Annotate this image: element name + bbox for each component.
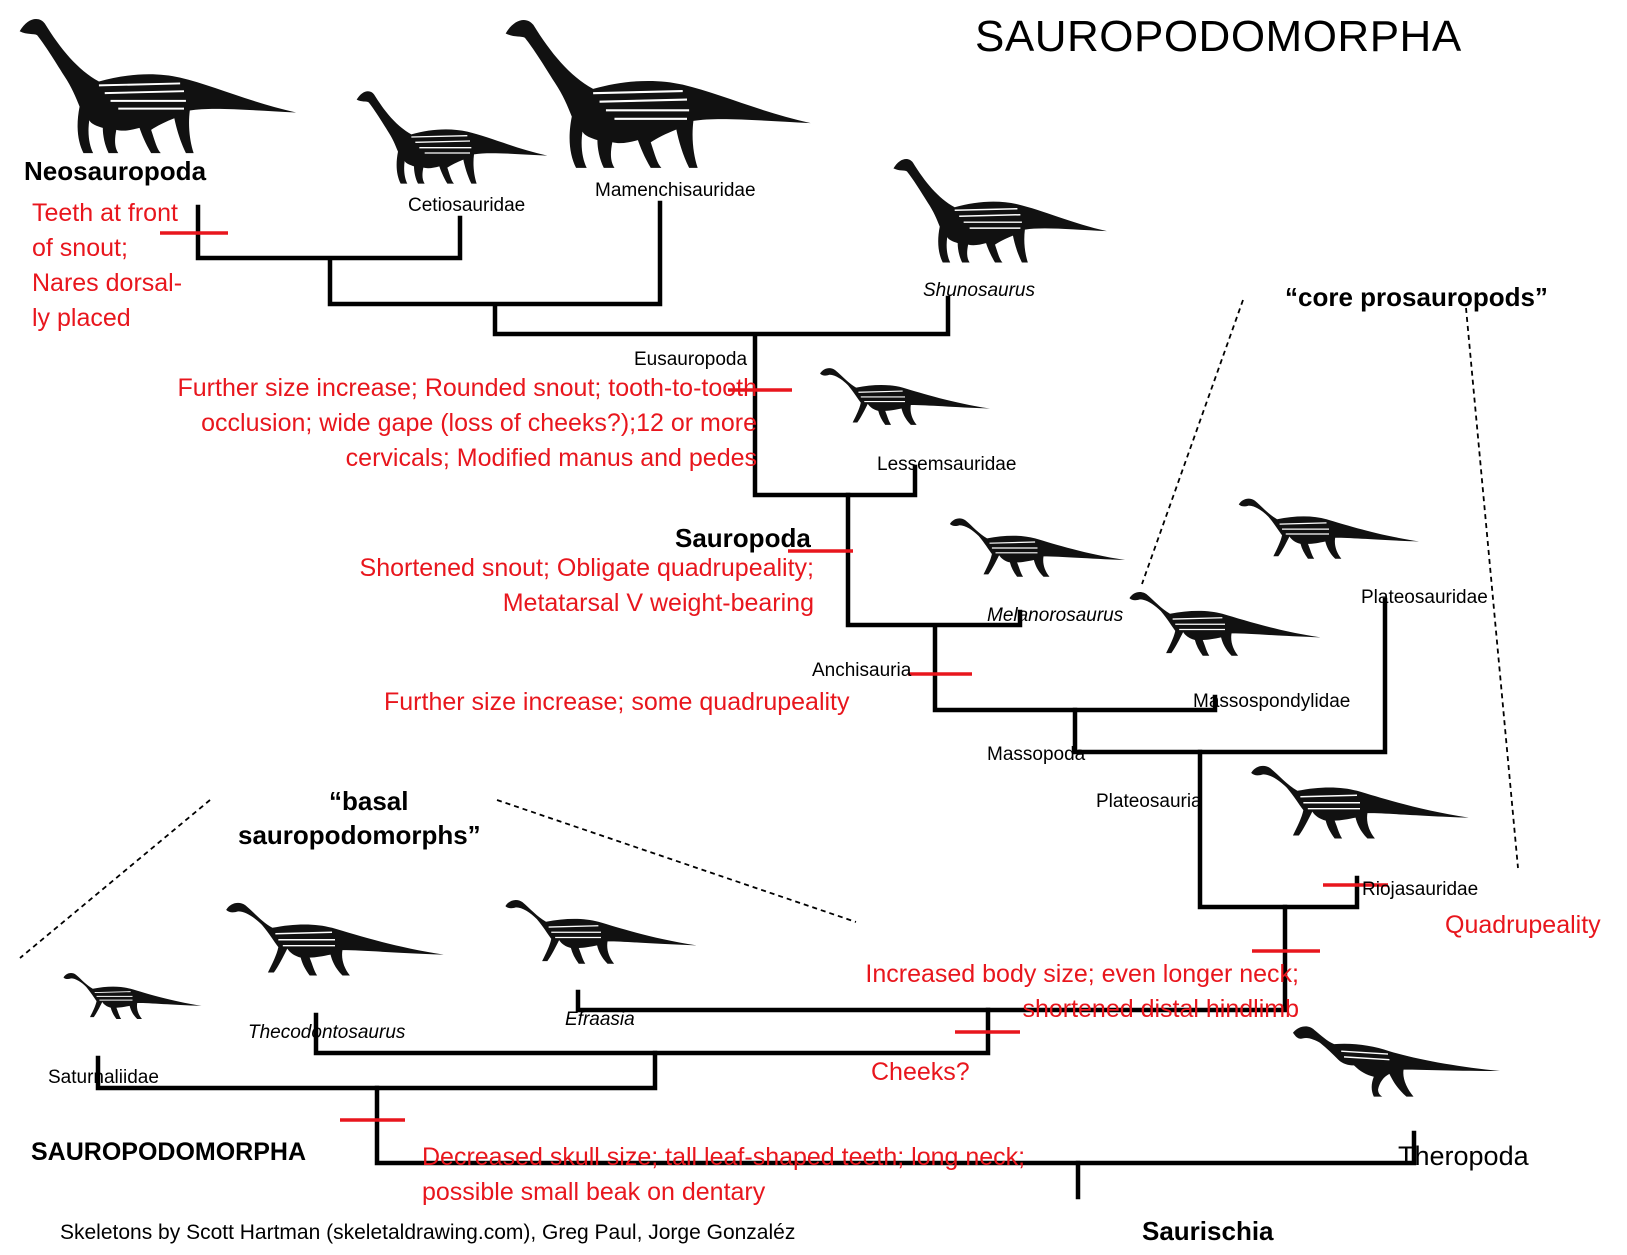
characters-plateosauria: Increased body size; even longer neck; s… xyxy=(865,960,1299,1023)
riojasauridae-skeleton-icon xyxy=(1250,764,1470,840)
taxon-theropoda: Theropoda xyxy=(1398,1141,1529,1171)
node-sauropoda: Sauropoda xyxy=(675,523,811,553)
melanorosaurus-skeleton-icon xyxy=(949,517,1126,578)
credit-line: Skeletons by Scott Hartman (skeletaldraw… xyxy=(60,1221,796,1244)
taxon-plateosauridae: Plateosauridae xyxy=(1361,587,1488,608)
characters-eusauropoda: Further size increase; Rounded snout; to… xyxy=(177,374,758,472)
taxon-shunosaurus: Shunosaurus xyxy=(923,280,1035,301)
node-eusauropoda: Eusauropoda xyxy=(634,349,748,370)
taxon-riojasauridae: Riojasauridae xyxy=(1362,879,1479,900)
group-basal-line1: “basal xyxy=(329,786,409,816)
node-anchisauria: Anchisauria xyxy=(812,660,912,681)
characters-neosauropoda: Teeth at front of snout; Nares dorsal- l… xyxy=(32,199,183,332)
efraasia-skeleton-icon xyxy=(504,899,698,965)
taxon-massospondylidae: Massospondylidae xyxy=(1193,691,1351,712)
taxon-saturnaliidae: Saturnaliidae xyxy=(48,1067,159,1088)
neosauropoda-skeleton-icon xyxy=(18,18,298,155)
thecodontosaurus-skeleton-icon xyxy=(225,902,445,977)
node-sauropodomorpha: SAUROPODOMORPHA xyxy=(31,1138,307,1166)
characters-efraasia-node: Cheeks? xyxy=(871,1058,970,1086)
massospondylidae-skeleton-icon xyxy=(1128,591,1322,657)
theropoda-skeleton-icon xyxy=(1292,1025,1501,1098)
taxon-cetiosauridae: Cetiosauridae xyxy=(408,195,526,216)
node-saurischia: Saurischia xyxy=(1142,1216,1274,1246)
characters-anchisauria: Further size increase; some quadrupealit… xyxy=(384,688,850,716)
taxon-thecodontosaurus: Thecodontosaurus xyxy=(248,1022,406,1043)
taxon-lessemsauridae: Lessemsauridae xyxy=(877,454,1017,475)
group-core-prosauropods: “core prosauropods” xyxy=(1285,282,1548,312)
lessemsauridae-skeleton-icon xyxy=(819,367,991,426)
page-title: SAUROPODOMORPHA xyxy=(975,12,1462,61)
node-massopoda: Massopoda xyxy=(987,744,1086,765)
cetiosauridae-skeleton-icon xyxy=(355,90,549,185)
node-plateosauria: Plateosauria xyxy=(1096,791,1202,812)
mamenchisauridae-skeleton-icon xyxy=(504,18,812,170)
taxon-melanorosaurus: Melanorosaurus xyxy=(987,605,1124,626)
plateosauridae-skeleton-icon xyxy=(1237,497,1421,560)
characters-sauropodomorpha: Decreased skull size; tall leaf-shaped t… xyxy=(422,1143,1026,1206)
taxon-efraasia: Efraasia xyxy=(565,1009,635,1030)
saturnaliidae-skeleton-icon xyxy=(62,972,203,1020)
characters-sauropoda: Shortened snout; Obligate quadrupeality;… xyxy=(359,554,814,617)
characters-riojasauridae: Quadrupeality xyxy=(1445,911,1601,939)
group-basal-line2: sauropodomorphs” xyxy=(238,820,481,850)
taxon-neosauropoda: Neosauropoda xyxy=(24,156,207,186)
shunosaurus-skeleton-icon xyxy=(892,157,1108,264)
taxon-mamenchisauridae: Mamenchisauridae xyxy=(595,180,756,201)
